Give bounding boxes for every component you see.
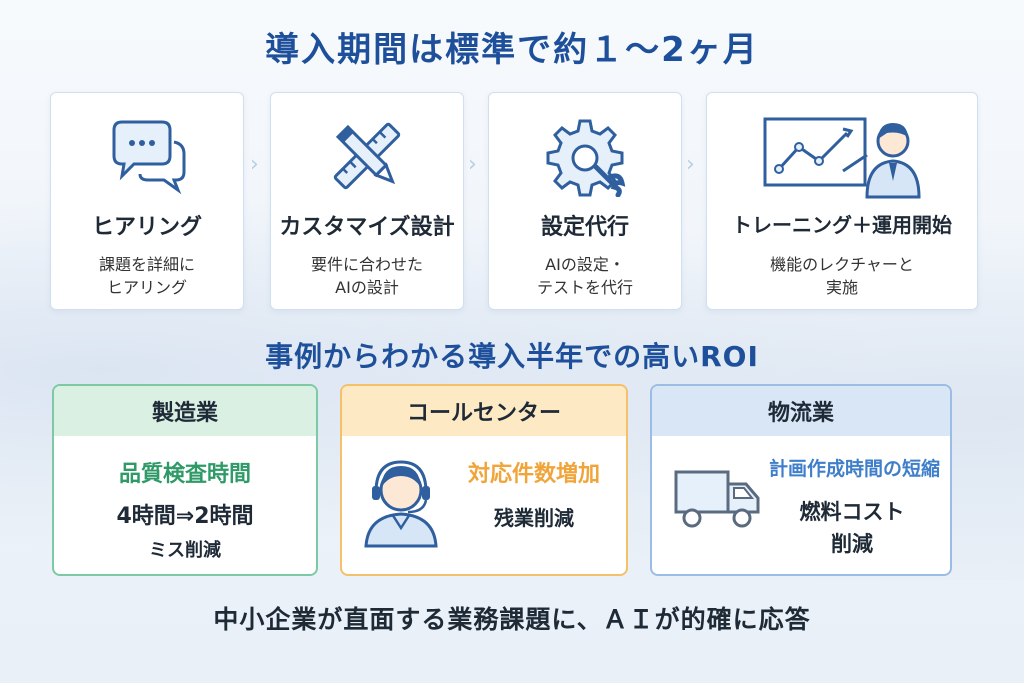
case-detail-main: 残業削減 [494,506,574,530]
step-name: ヒアリング [91,215,202,240]
step-description: AIの設定・ テストを代行 [536,255,633,297]
chat-bubbles-icon [51,111,243,201]
step-name: 設定代行 [540,215,629,240]
case-detail-sub: ミス削減 [149,540,221,561]
step-card-design: カスタマイズ設計 要件に合わせた AIの設計 [270,92,464,310]
case-highlight: 品質検査時間 [118,462,251,487]
case-highlight: 対応件数増加 [467,462,600,487]
step-description: 課題を詳細に ヒアリング [98,255,195,297]
section-subtitle: 事例からわかる導入半年での高いROI [265,340,759,373]
case-industry: 物流業 [652,386,950,436]
case-detail-main: 燃料コスト 削減 [799,500,905,556]
step-card-training: トレーニング＋運用開始 機能のレクチャーと 実施 [706,92,978,310]
case-detail-main: 4時間⇒2時間 [116,504,254,529]
truck-icon [672,464,762,538]
step-name: トレーニング＋運用開始 [732,213,952,237]
chevron-right-icon: › [250,152,259,177]
case-card-logistics: 物流業 計画作成時間の短縮 燃料コスト 削減 [650,384,952,576]
case-industry: コールセンター [342,386,626,436]
step-card-setup: 設定代行 AIの設定・ テストを代行 [488,92,682,310]
gear-wrench-icon [489,111,681,201]
presentation-board-icon [707,111,977,201]
case-highlight: 計画作成時間の短縮 [768,458,940,480]
chevron-right-icon: › [686,152,695,177]
case-card-manufacturing: 製造業 品質検査時間 4時間⇒2時間 ミス削減 [52,384,318,576]
ruler-pencil-icon [271,111,463,201]
process-steps: ヒアリング 課題を詳細に ヒアリング › [50,92,978,310]
step-card-hearing: ヒアリング 課題を詳細に ヒアリング [50,92,244,310]
case-industry: 製造業 [54,386,316,436]
footer-message: 中小企業が直面する業務課題に、ＡＩが的確に応答 [213,605,811,634]
case-card-callcenter: コールセンター 対応件数増加 残業削減 [340,384,628,576]
step-name: カスタマイズ設計 [279,215,455,240]
operator-headset-icon [358,452,444,552]
page-title: 導入期間は標準で約１～2ヶ月 [265,30,759,70]
step-description: 機能のレクチャーと 実施 [770,255,914,297]
chevron-right-icon: › [468,152,477,177]
step-description: 要件に合わせた AIの設計 [310,255,423,297]
